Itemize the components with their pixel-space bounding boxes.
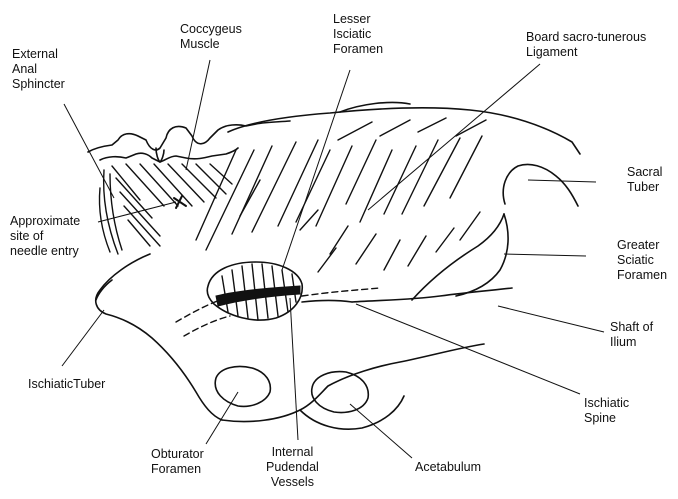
label-coccygeus-muscle: Coccygeus Muscle (180, 22, 242, 52)
label-ischiatic-spine: Ischiatic Spine (584, 396, 629, 426)
coccygeus-muscle-outline (88, 121, 290, 152)
pudendal-vessel-dash-lower (184, 316, 230, 336)
leader-greater-foramen (504, 254, 586, 256)
leader-acetabulum (350, 404, 412, 458)
ischium-outline (96, 254, 222, 420)
leader-ischiatic-tuber (62, 310, 104, 366)
ligament-upper-edge (228, 108, 580, 154)
leader-needle-entry (98, 202, 176, 222)
label-shaft-of-ilium: Shaft of Ilium (610, 320, 653, 350)
label-ischiatic-tuber: IschiaticTuber (28, 377, 105, 392)
ligament-striations (196, 118, 486, 272)
label-needle-entry: Approximate site of needle entry (10, 214, 80, 259)
label-acetabulum: Acetabulum (415, 460, 481, 475)
label-internal-pudendal-vessels: Internal Pudendal Vessels (266, 445, 319, 490)
label-lesser-sciatic-foramen: Lesser Isciatic Foramen (333, 12, 383, 57)
leader-anal-sphincter (64, 104, 114, 198)
sphincter-vertical-strokes (99, 170, 122, 254)
label-external-anal-sphincter: External Anal Sphincter (12, 47, 65, 92)
label-sacral-tuber: Sacral Tuber (627, 165, 662, 195)
pudendal-vessel-dash-upper (176, 300, 220, 322)
label-sacrotuberous-ligament: Board sacro-tunerous Ligament (526, 30, 646, 60)
leader-coccygeus (186, 60, 210, 170)
leader-pudendal (290, 298, 298, 440)
ischiatic-spine-edge (302, 301, 352, 303)
lower-pelvis-outline (222, 344, 484, 422)
sacral-tuber-outline (503, 164, 578, 206)
leader-obturator (206, 392, 238, 444)
pudendal-vessel-dash-right (302, 288, 380, 296)
greater-sciatic-foramen-arc (412, 214, 504, 300)
label-obturator-foramen: Obturator Foramen (151, 447, 204, 477)
coccygeus-inner-wave (100, 148, 238, 162)
obturator-foramen (215, 366, 270, 406)
ilium-shaft (352, 288, 512, 302)
leader-ligament (368, 64, 540, 210)
label-greater-sciatic-foramen: Greater Sciatic Foramen (617, 238, 667, 283)
ischiatic-tuber-edge (96, 280, 112, 300)
leader-shaft-ilium (498, 306, 604, 332)
acetabulum (312, 372, 369, 413)
